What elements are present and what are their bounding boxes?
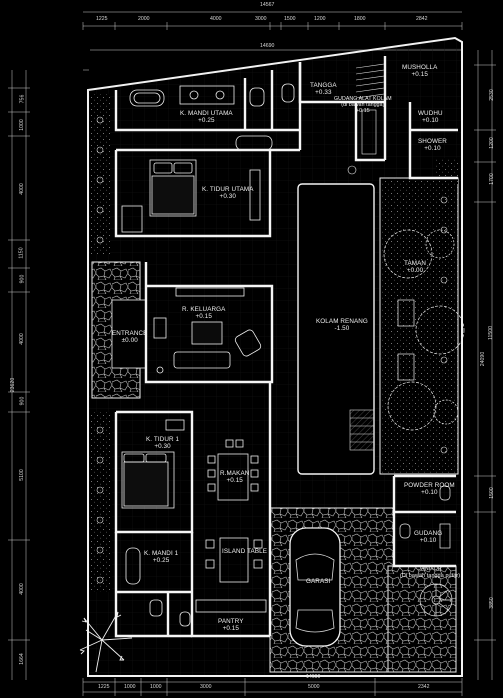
dim-left-5: 900 bbox=[19, 274, 26, 284]
room-keluarga: R. KELUARGA+0.15 bbox=[182, 306, 226, 320]
room-pantry: PANTRY+0.15 bbox=[218, 618, 244, 632]
dim-left-2: 1000 bbox=[18, 119, 25, 131]
dim-left-4: 1150 bbox=[18, 247, 25, 259]
room-tangga: TANGGA+0.33 bbox=[310, 82, 337, 96]
dim-left-7: 900 bbox=[19, 396, 26, 406]
dim-bottom-6: 2342 bbox=[418, 684, 430, 690]
dim-bottom-3: 1000 bbox=[150, 684, 162, 690]
dim-left-10: 1664 bbox=[18, 653, 25, 665]
stair-top bbox=[347, 63, 385, 175]
room-km1: K. MANDI 1+0.25 bbox=[144, 550, 179, 564]
dim-bottom-4: 3000 bbox=[200, 684, 212, 690]
dim-top-7: 1800 bbox=[354, 16, 366, 22]
pool-steps bbox=[350, 417, 374, 443]
room-musholla: MUSHOLLA+0.15 bbox=[402, 64, 438, 78]
dim-left-3: 4000 bbox=[18, 183, 25, 195]
shrubs bbox=[96, 116, 448, 584]
room-makan: R.MAKAN+0.15 bbox=[220, 470, 250, 484]
room-gudang: GUDANG+0.10 bbox=[414, 530, 443, 544]
powder-fixtures bbox=[399, 485, 451, 549]
room-kt1: K. TIDUR 1+0.30 bbox=[146, 436, 180, 450]
room-shower: SHOWER+0.10 bbox=[418, 138, 447, 152]
dim-left-8: 5100 bbox=[18, 469, 25, 481]
dim-right-6: 3850 bbox=[488, 597, 495, 609]
dim-right-4: 11500 bbox=[488, 325, 495, 341]
dim-right-2: 1200 bbox=[488, 137, 495, 149]
dim-bottom-2: 1000 bbox=[124, 684, 136, 690]
dim-right-3: 1700 bbox=[488, 173, 495, 185]
dim-right-5: 1500 bbox=[488, 487, 495, 499]
car-icon bbox=[289, 527, 341, 647]
dim-top-8: 2842 bbox=[416, 16, 428, 22]
kitchen-furniture bbox=[125, 537, 267, 627]
dim-bottom-total: 14690 bbox=[306, 674, 321, 680]
dim-left-6: 4000 bbox=[18, 333, 25, 345]
dim-left-1: 756 bbox=[19, 94, 26, 104]
dim-top-4: 3000 bbox=[255, 16, 267, 22]
garden-trees bbox=[383, 229, 465, 431]
dim-right-1: 2530 bbox=[488, 89, 495, 101]
room-janitor: JANITOR(Di bawah tangga putar) bbox=[400, 566, 461, 579]
room-km-utama: K. MANDI UTAMA+0.25 bbox=[180, 110, 233, 124]
dim-top-2: 2000 bbox=[138, 16, 150, 22]
room-gudang-alat: GUDANG ALAT KOLAM(di bawah tangga)+0.15 bbox=[334, 96, 392, 114]
room-entrance: ENTRANCE±0.00 bbox=[112, 330, 148, 344]
dim-top-3: 4000 bbox=[210, 16, 222, 22]
room-kt-utama: K. TIDUR UTAMA+0.30 bbox=[202, 186, 254, 200]
dim-bottom-1: 1225 bbox=[98, 684, 110, 690]
dim-right-total: 24090 bbox=[480, 351, 487, 367]
dim-left-total: 23620 bbox=[10, 377, 17, 393]
walls bbox=[114, 56, 458, 638]
dim-top-5: 1500 bbox=[284, 16, 296, 22]
bed-1 bbox=[121, 419, 185, 509]
dim-top-6: 1200 bbox=[314, 16, 326, 22]
room-wudhu: WUDHU+0.10 bbox=[418, 110, 443, 124]
living-furniture bbox=[153, 287, 262, 374]
dim-top-total: 14567 bbox=[260, 2, 275, 8]
palm-icon bbox=[79, 611, 133, 673]
dim-left-9: 4000 bbox=[18, 583, 25, 595]
room-garasi: GARASI bbox=[306, 578, 331, 585]
room-taman: TAMAN+0.00 bbox=[404, 260, 427, 274]
dim-top-1: 1225 bbox=[96, 16, 108, 22]
bathroom-fixtures bbox=[129, 83, 295, 151]
room-kolam: KOLAM RENANG-1.50 bbox=[316, 318, 368, 332]
dining-table bbox=[207, 439, 259, 501]
room-island: ISLAND TABLE bbox=[222, 548, 268, 555]
room-powder: POWDER ROOM+0.10 bbox=[404, 482, 455, 496]
master-bed bbox=[121, 159, 261, 233]
dim-inner-top: 14690 bbox=[260, 43, 275, 49]
dim-bottom-5: 5000 bbox=[308, 684, 320, 690]
dimension-lines bbox=[8, 11, 496, 696]
spiral-stair-icon bbox=[419, 583, 453, 617]
